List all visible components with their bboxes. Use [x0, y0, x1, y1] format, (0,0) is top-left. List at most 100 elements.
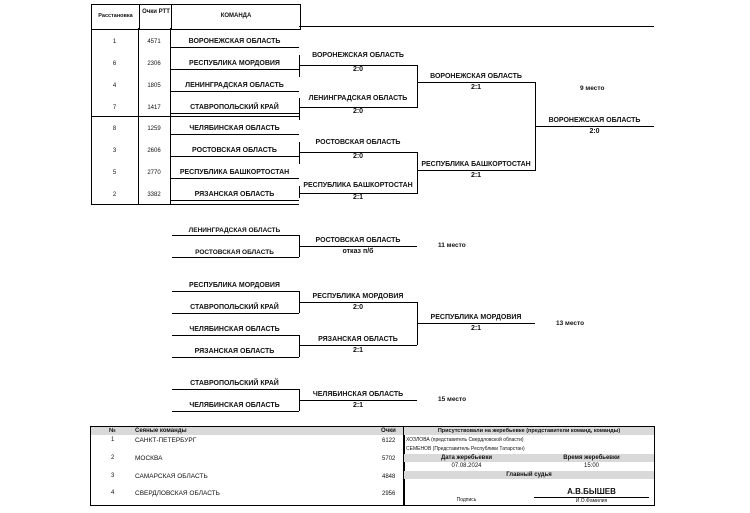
place-11: 11 место	[438, 242, 466, 249]
seeded-team-3: САМАРСКАЯ ОБЛАСТЬ	[135, 473, 208, 480]
draw-judge-label: Главный судья	[506, 472, 552, 478]
seed-underline	[170, 113, 299, 114]
draw-time-label: Время жеребьевки	[563, 455, 620, 461]
final-team: ВОРОНЕЖСКАЯ ОБЛАСТЬ	[548, 117, 641, 124]
b11-team-b: РОСТОВСКАЯ ОБЛАСТЬ	[195, 249, 274, 256]
seed-points: 1417	[147, 105, 161, 111]
b13-r2-score-2: 2:1	[352, 347, 364, 354]
seed-number: 6	[112, 61, 117, 67]
seeded-col-num: №	[109, 428, 116, 434]
r2-team-1: ВОРОНЕЖСКАЯ ОБЛАСТЬ	[312, 52, 404, 59]
b13-r2-score-1: 2:0	[352, 304, 364, 311]
seeded-team-2: МОСКВА	[135, 455, 163, 462]
draw-info-table: Присутствовали на жеребьевке (представит…	[403, 426, 655, 506]
b15-team-b: ЧЕЛЯБИНСКАЯ ОБЛАСТЬ	[189, 402, 280, 409]
seed-team: РЕСПУБЛИКА МОРДОВИЯ	[189, 60, 280, 67]
r3-score-2: 2:1	[470, 172, 482, 179]
r2-score-4: 2:1	[352, 194, 364, 201]
seeded-team-1: САНКТ-ПЕТЕРБУРГ	[135, 437, 197, 444]
bracket-header: Расстановка Очки РТТ КОМАНДА	[91, 4, 301, 30]
b11-winner: РОСТОВСКАЯ ОБЛАСТЬ	[315, 237, 401, 244]
seeded-num-1: 1	[111, 437, 115, 443]
draw-time: 15:00	[583, 463, 599, 469]
seed-underline	[170, 47, 299, 48]
r2-team-3: РОСТОВСКАЯ ОБЛАСТЬ	[315, 139, 401, 146]
place-13: 13 место	[556, 320, 585, 327]
draw-present-2: СЕМЕНОВ (Представитель Республики Татарс…	[406, 446, 525, 452]
seeded-num-2: 2	[111, 455, 115, 461]
b15-team-a: СТАВРОПОЛЬСКИЙ КРАЙ	[190, 380, 279, 387]
seed-number: 2	[112, 192, 117, 198]
place-15: 15 место	[438, 396, 467, 403]
seeded-num-3: 3	[111, 473, 115, 479]
seed-team: РЕСПУБЛИКА БАШКОРТОСТАН	[179, 169, 290, 176]
seed-number: 3	[112, 148, 117, 154]
seed-number: 4	[112, 83, 117, 89]
r2-score-3: 2:0	[352, 153, 364, 160]
seeded-col-points: Очки	[381, 428, 396, 434]
seeded-points-1: 6122	[382, 438, 396, 444]
seed-points: 2606	[147, 148, 161, 154]
draw-sign-label: Подпись	[456, 497, 477, 503]
b13-r1-1: РЕСПУБЛИКА МОРДОВИЯ	[189, 282, 280, 289]
b13-final-score: 2:1	[470, 325, 482, 332]
seed-team: ЛЕНИНГРАДСКАЯ ОБЛАСТЬ	[185, 82, 284, 89]
b13-final: РЕСПУБЛИКА МОРДОВИЯ	[430, 314, 522, 321]
seed-points: 4571	[147, 39, 161, 45]
draw-present-1: ХОЗЛОВА (представитель Свердловской обла…	[406, 437, 524, 443]
draw-date-label: Дата жеребьевки	[440, 455, 493, 461]
b11-score: отказ п/б	[342, 248, 374, 255]
b13-r2-1: РЕСПУБЛИКА МОРДОВИЯ	[312, 293, 404, 300]
header-team: КОМАНДА	[220, 13, 252, 19]
r2-team-2: ЛЕНИНГРАДСКАЯ ОБЛАСТЬ	[308, 95, 408, 102]
b13-r2-2: РЯЗАНСКАЯ ОБЛАСТЬ	[318, 336, 398, 343]
b15-score: 2:1	[352, 402, 364, 409]
seed-team: ВОРОНЕЖСКАЯ ОБЛАСТЬ	[188, 38, 281, 45]
seeded-points-4: 2956	[382, 491, 396, 497]
seeded-teams-table: № Сеяные команды Очки 1 САНКТ-ПЕТЕРБУРГ …	[90, 426, 405, 506]
b11-team-a: ЛЕНИНГРАДСКАЯ ОБЛАСТЬ	[188, 227, 281, 234]
seeded-num-4: 4	[111, 490, 115, 496]
b13-r1-4: РЯЗАНСКАЯ ОБЛАСТЬ	[194, 348, 275, 355]
r2-score-2: 2:0	[352, 108, 364, 115]
seed-underline	[170, 178, 299, 179]
header-seed: Расстановка	[98, 13, 133, 19]
b15-winner: ЧЕЛЯБИНСКАЯ ОБЛАСТЬ	[312, 391, 404, 398]
seeded-points-3: 4848	[382, 474, 396, 480]
seed-underline	[170, 69, 299, 70]
seed-points: 1805	[147, 83, 161, 89]
seed-points: 1259	[147, 126, 161, 132]
draw-judge-name: А.В.БЫШЕВ	[567, 487, 616, 496]
r2-score-1: 2:0	[352, 66, 364, 73]
final-score: 2:0	[589, 128, 600, 135]
seed-team: РЯЗАНСКАЯ ОБЛАСТЬ	[194, 191, 275, 198]
draw-date: 07.08.2024	[451, 463, 482, 469]
r3-score-1: 2:1	[470, 84, 482, 91]
header-points: Очки РТТ	[142, 9, 170, 15]
seeded-points-2: 5702	[382, 456, 396, 462]
seed-points: 2770	[147, 170, 161, 176]
r3-team-1: ВОРОНЕЖСКАЯ ОБЛАСТЬ	[430, 73, 522, 80]
seed-number: 7	[112, 105, 117, 111]
draw-judge-sub: И.О.Фамилия	[575, 498, 608, 504]
r2-team-4: РЕСПУБЛИКА БАШКОРТОСТАН	[303, 182, 413, 189]
seed-team: ЧЕЛЯБИНСКАЯ ОБЛАСТЬ	[189, 125, 280, 132]
seed-points: 3382	[147, 192, 161, 198]
seed-underline	[170, 91, 299, 92]
place-9: 9 место	[580, 85, 605, 92]
seed-team: СТАВРОПОЛЬСКИЙ КРАЙ	[190, 104, 279, 111]
seed-number: 8	[112, 126, 117, 132]
seed-number: 1	[112, 39, 117, 45]
seed-underline	[170, 200, 299, 201]
seeded-team-4: СВЕРДЛОВСКАЯ ОБЛАСТЬ	[135, 490, 220, 497]
seed-team: РОСТОВСКАЯ ОБЛАСТЬ	[192, 147, 277, 154]
seed-points: 2306	[147, 61, 161, 67]
b13-r1-3: ЧЕЛЯБИНСКАЯ ОБЛАСТЬ	[189, 326, 280, 333]
b13-r1-2: СТАВРОПОЛЬСКИЙ КРАЙ	[190, 304, 279, 311]
seed-underline	[170, 134, 299, 135]
seed-underline	[170, 156, 299, 157]
seed-number: 5	[112, 170, 117, 176]
r3-team-2: РЕСПУБЛИКА БАШКОРТОСТАН	[421, 161, 531, 168]
seeded-col-team: Сеяные команды	[135, 428, 187, 434]
draw-present-title: Присутствовали на жеребьевке (представит…	[437, 428, 621, 434]
